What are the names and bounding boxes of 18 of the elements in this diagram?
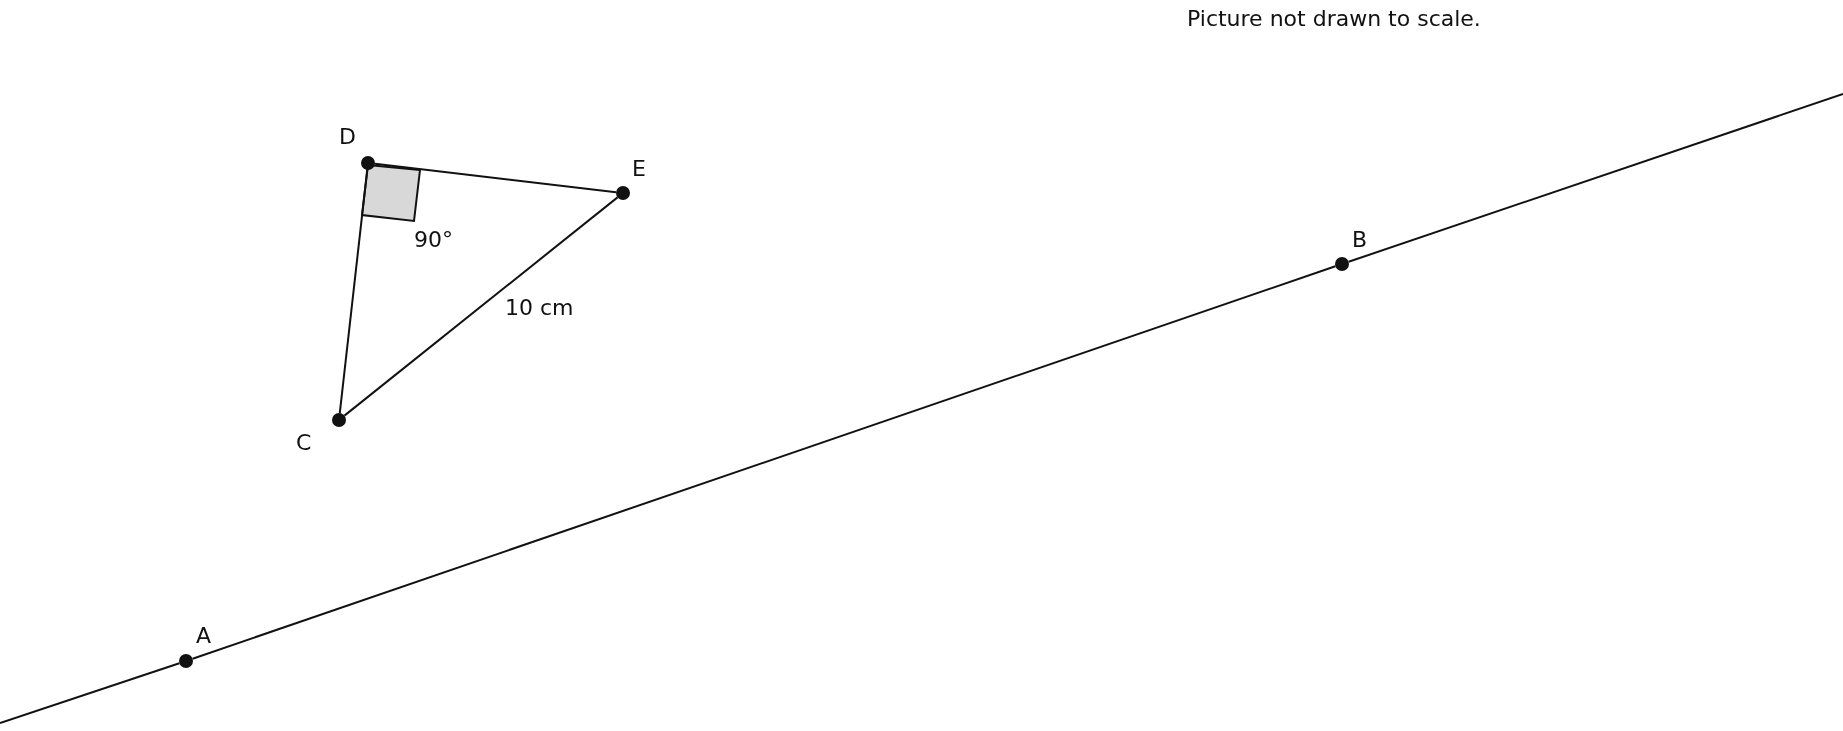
line-segment [0,662,181,724]
point-label: A [196,625,212,647]
point-label: C [296,432,312,454]
point-dot [332,413,346,427]
line-segment [338,168,369,415]
point-dot [361,156,375,170]
line-segment [191,265,1337,660]
angle-label: 90° [414,229,453,251]
note-text: Picture not drawn to scale. [1187,8,1481,30]
line-segment [373,162,618,194]
point-label: D [339,126,356,148]
point-dot [1335,257,1349,271]
point-dot [179,654,193,668]
line-segment [1347,93,1843,263]
point-label: E [632,158,646,180]
line-segment [343,196,619,417]
point-label: B [1352,229,1368,251]
point-dot [616,186,630,200]
